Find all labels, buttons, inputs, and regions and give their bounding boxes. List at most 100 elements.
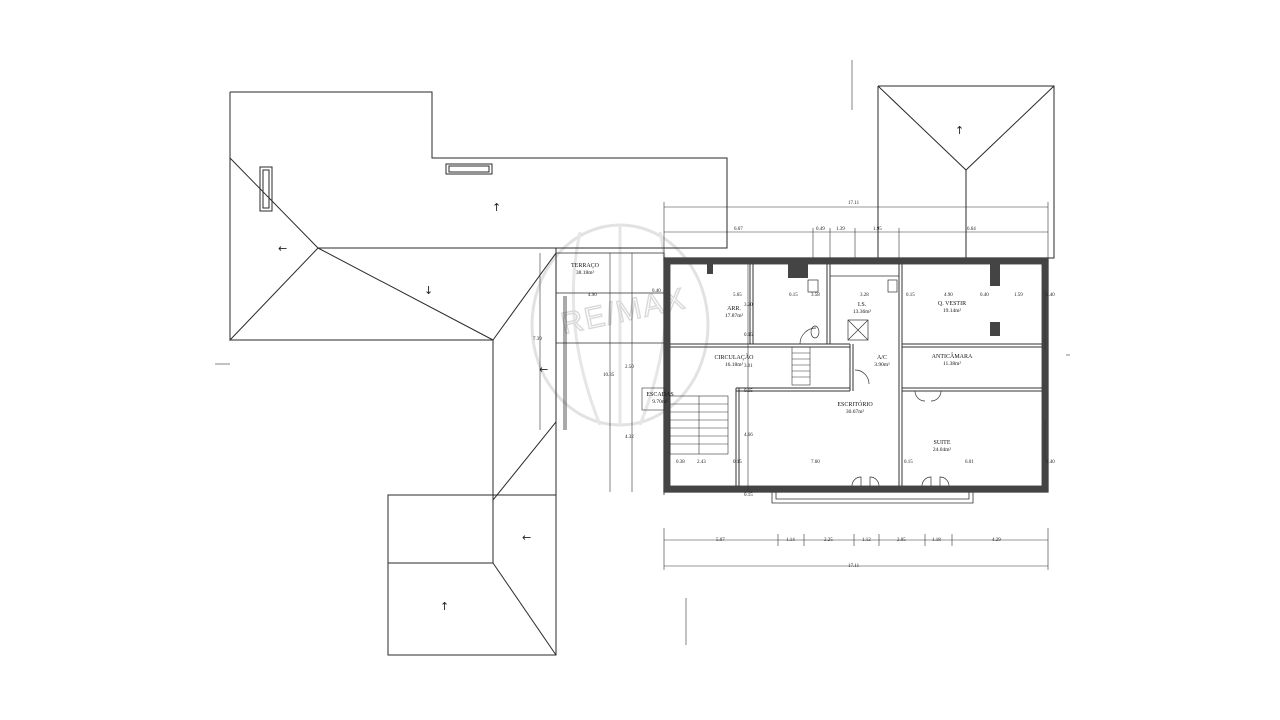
roof-outlines	[229, 85, 1055, 656]
door-anti	[914, 390, 926, 402]
room-circulacao-name: CIRCULAÇÃO	[714, 353, 754, 361]
toilet	[807, 279, 819, 293]
dim-bottom-inner-e: 0.15	[904, 460, 913, 465]
roof-right	[877, 85, 1055, 259]
stairs-top	[791, 346, 811, 386]
roof-bottom-ridge-2	[492, 562, 557, 656]
dim-left-l: 10.35	[603, 373, 615, 378]
roof-ridge-2	[317, 247, 494, 341]
room-arr-name: ARR.	[727, 306, 741, 312]
dim-left-e: 0.15	[744, 389, 753, 394]
skylight-left-inner	[262, 169, 270, 209]
column-7	[664, 486, 1048, 492]
dim-left-b: 0.40	[652, 289, 661, 294]
door-suite-1	[921, 476, 932, 487]
room-terraco-area: 38.18m²	[576, 270, 595, 276]
dim-bottom-inner-f: 6.01	[965, 460, 974, 465]
door-anti-2	[930, 390, 942, 402]
dim-inner-i: 0.40	[1046, 293, 1055, 298]
dim-bottom-g: 4.29	[992, 538, 1001, 543]
roof-right-ridges	[877, 85, 1055, 171]
column-2	[990, 264, 1000, 286]
door-escritorio-2	[869, 476, 880, 487]
balcony	[771, 492, 974, 504]
dim-bottom-total: 17.11	[848, 564, 860, 569]
room-anticamara-area: 11.38m²	[943, 361, 961, 367]
skylight-top	[445, 163, 493, 175]
dim-inner-h: 1.59	[1014, 293, 1023, 298]
skylight-left	[259, 166, 273, 212]
dim-left-j: 4.32	[625, 435, 634, 440]
column-5	[664, 258, 670, 492]
dimension-texts: 17.11 6.67 0.49 1.39 1.95 6.64 5.65 0.15…	[533, 201, 1055, 569]
room-escadas-area: 9.70m²	[652, 399, 668, 405]
dim-inner-b: 0.15	[789, 293, 798, 298]
room-is-name: I.S.	[858, 302, 867, 308]
dim-left-g: 0.15	[744, 493, 753, 498]
dim-left-h: 4.66	[744, 433, 753, 438]
balcony-outline-inner	[775, 492, 970, 500]
roof-ridge	[229, 157, 319, 249]
dim-left-i: 2.50	[625, 365, 634, 370]
roof-lower-wing	[492, 340, 557, 496]
sink	[887, 279, 898, 293]
column-8	[664, 258, 1048, 264]
room-is-area: 13.36m²	[853, 309, 872, 315]
wall-columns	[664, 258, 1048, 492]
dim-left-f: 3.01	[744, 364, 753, 369]
dim-inner-g: 0.40	[980, 293, 989, 298]
roof-top-left-outer	[229, 92, 556, 342]
dim-bottom-inner-c: 0.15	[733, 460, 742, 465]
stairs-landing	[641, 387, 665, 411]
dim-left-k: 7.39	[533, 337, 542, 342]
roof-arrow-3: ↓	[424, 284, 433, 297]
roof-arrow-1: ↑	[492, 201, 501, 214]
dim-bottom-c: 2.25	[824, 538, 833, 543]
dim-left-d: 3.20	[744, 303, 753, 308]
column-6	[1042, 258, 1048, 492]
room-qvestir-area: 19.14m²	[943, 308, 962, 314]
dim-top-total: 17.11	[848, 201, 860, 206]
dim-inner-a: 5.65	[733, 293, 742, 298]
dimension-lines	[215, 60, 1070, 645]
roof-bottom	[387, 494, 494, 564]
dim-inner-f: 4.90	[944, 293, 953, 298]
room-suite-name: SUITE	[934, 440, 951, 446]
dim-bottom-f: 1.18	[932, 538, 941, 543]
room-escadas-name: ESCADAS	[646, 392, 673, 398]
watermark: RE/MAX	[530, 223, 710, 427]
dim-top-c: 1.39	[836, 227, 845, 232]
balcony-outline	[771, 492, 974, 504]
room-terraco-name: TERRAÇO	[571, 263, 600, 269]
room-arr-area: 17.87m²	[725, 313, 744, 319]
dim-bottom-a: 5.07	[716, 538, 725, 543]
dim-top-d: 1.95	[873, 227, 882, 232]
room-anticamara-name: ANTICÂMARA	[932, 352, 973, 360]
column-3	[707, 264, 713, 274]
room-labels: TERRAÇO 38.18m² ARR. 17.87m² I.S. 13.36m…	[571, 263, 973, 453]
doors-fixtures	[799, 275, 1046, 487]
room-escritorio-name: ESCRITÓRIO	[837, 400, 873, 408]
dim-top-a: 6.67	[734, 227, 743, 232]
dim-bottom-b: 1.14	[786, 538, 795, 543]
room-ac-area: 3.90m²	[874, 362, 890, 368]
dim-bottom-inner-g: 0.40	[1046, 460, 1055, 465]
room-suite-area: 24.04m²	[933, 447, 952, 453]
room-escritorio-area: 30.67m²	[846, 409, 865, 415]
roof-arrow-4: ←	[539, 363, 548, 376]
bidet	[810, 325, 820, 339]
dim-top-e: 6.64	[967, 227, 976, 232]
dim-inner-e: 0.15	[906, 293, 915, 298]
bath	[847, 319, 869, 341]
dim-bottom-e: 2.05	[897, 538, 906, 543]
door-ac	[854, 369, 870, 385]
roof-bottom-2	[387, 495, 557, 656]
door-suite-2	[939, 476, 950, 487]
dim-bottom-d: 1.12	[862, 538, 871, 543]
column-1	[788, 264, 808, 278]
roof-arrow-5: ←	[522, 531, 531, 544]
dim-bottom-inner-b: 2.43	[697, 460, 706, 465]
room-qvestir-name: Q. VESTIR	[938, 301, 966, 307]
roof-arrow-7: ↑	[955, 124, 964, 137]
column-4	[990, 322, 1000, 336]
